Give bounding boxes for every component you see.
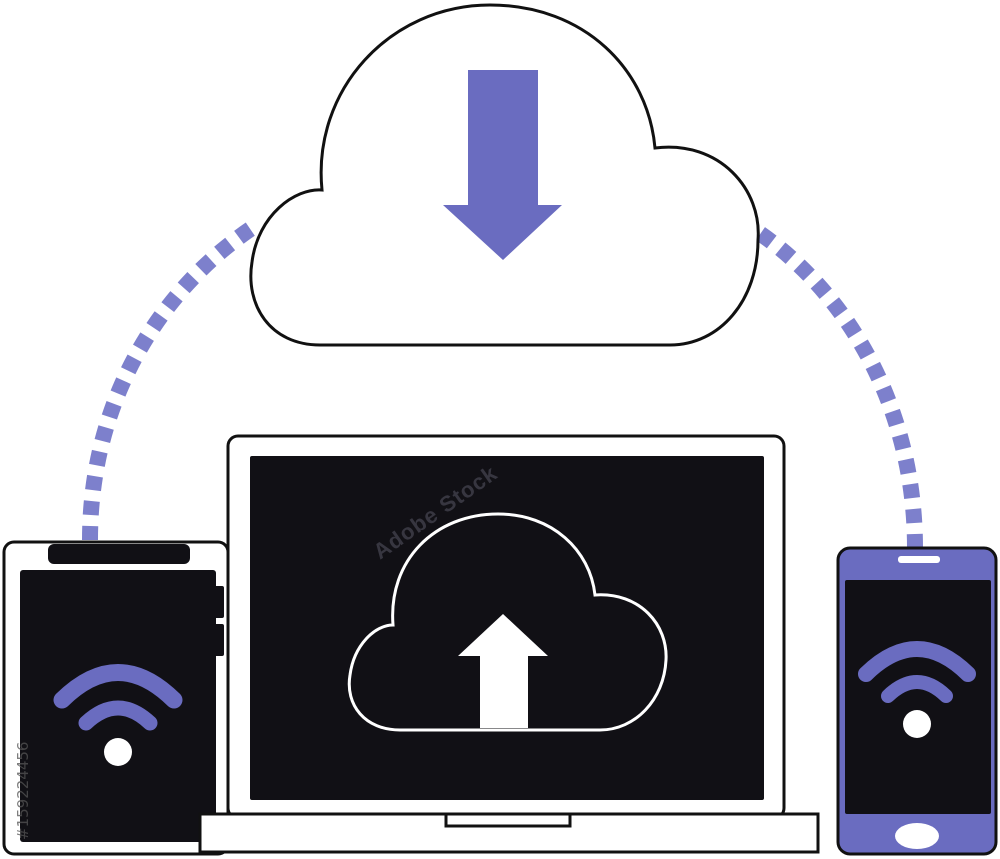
laptop-trackpad-notch: [444, 814, 572, 828]
upload-arrow-icon: [458, 614, 548, 728]
watermark-id: #159224456: [14, 742, 32, 840]
tablet-device: [2, 540, 230, 856]
screen-cloud-outline: [347, 512, 668, 732]
smartphone-device: [836, 546, 998, 856]
download-arrow-icon: [443, 70, 562, 260]
right-dashed-arc: [753, 225, 923, 549]
left-dashed-arc: [82, 221, 257, 541]
phone-screen: [845, 580, 991, 814]
laptop-base: [198, 812, 820, 854]
tablet-side-button-2: [214, 624, 224, 656]
wifi-icon: [53, 664, 183, 766]
laptop-device: [198, 434, 820, 854]
tablet-camera-bar: [48, 544, 190, 564]
phone-home-button: [895, 823, 939, 849]
cloud-upload-icon: [347, 512, 668, 732]
tablet-side-button-1: [214, 586, 224, 618]
connection-dashes: [82, 221, 923, 549]
cloud-download-icon: [249, 3, 760, 347]
phone-speaker: [898, 556, 940, 563]
wifi-icon: [858, 641, 976, 738]
